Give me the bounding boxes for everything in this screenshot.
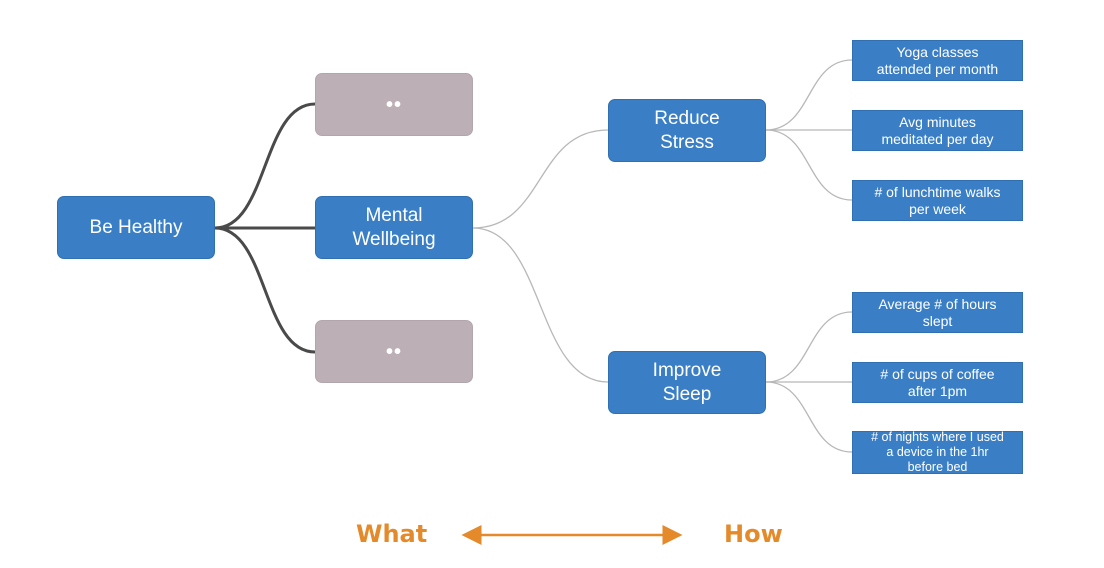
metric-node-device-nights: # of nights where I used a device in the… xyxy=(852,430,1023,474)
connector-reduce-to-metric-1 xyxy=(765,59,853,131)
root-node-be-healthy: Be Healthy xyxy=(57,196,215,259)
connector-root-to-top-placeholder xyxy=(214,102,316,230)
connector-sleep-to-metric-4 xyxy=(765,311,853,383)
placeholder-node-top: •• xyxy=(315,73,473,136)
what-label: What xyxy=(356,520,428,548)
connector-reduce-to-metric-3 xyxy=(765,129,853,201)
metric-node-avg-minutes-meditated: Avg minutes meditated per day xyxy=(852,110,1023,151)
metric-node-cups-of-coffee: # of cups of coffee after 1pm xyxy=(852,362,1023,403)
node-improve-sleep: Improve Sleep xyxy=(608,351,766,414)
connector-root-to-bottom-placeholder xyxy=(214,226,316,354)
placeholder-node-bottom: •• xyxy=(315,320,473,383)
connector-mental-to-improve-sleep xyxy=(472,227,609,383)
node-mental-wellbeing: Mental Wellbeing xyxy=(315,196,473,259)
metric-node-hours-slept: Average # of hours slept xyxy=(852,292,1023,333)
how-label: How xyxy=(724,520,783,548)
connector-sleep-to-metric-6 xyxy=(765,381,853,453)
metric-node-lunchtime-walks: # of lunchtime walks per week xyxy=(852,180,1023,221)
node-reduce-stress: Reduce Stress xyxy=(608,99,766,162)
connector-mental-to-reduce-stress xyxy=(472,129,609,229)
metric-node-yoga-classes: Yoga classes attended per month xyxy=(852,40,1023,81)
